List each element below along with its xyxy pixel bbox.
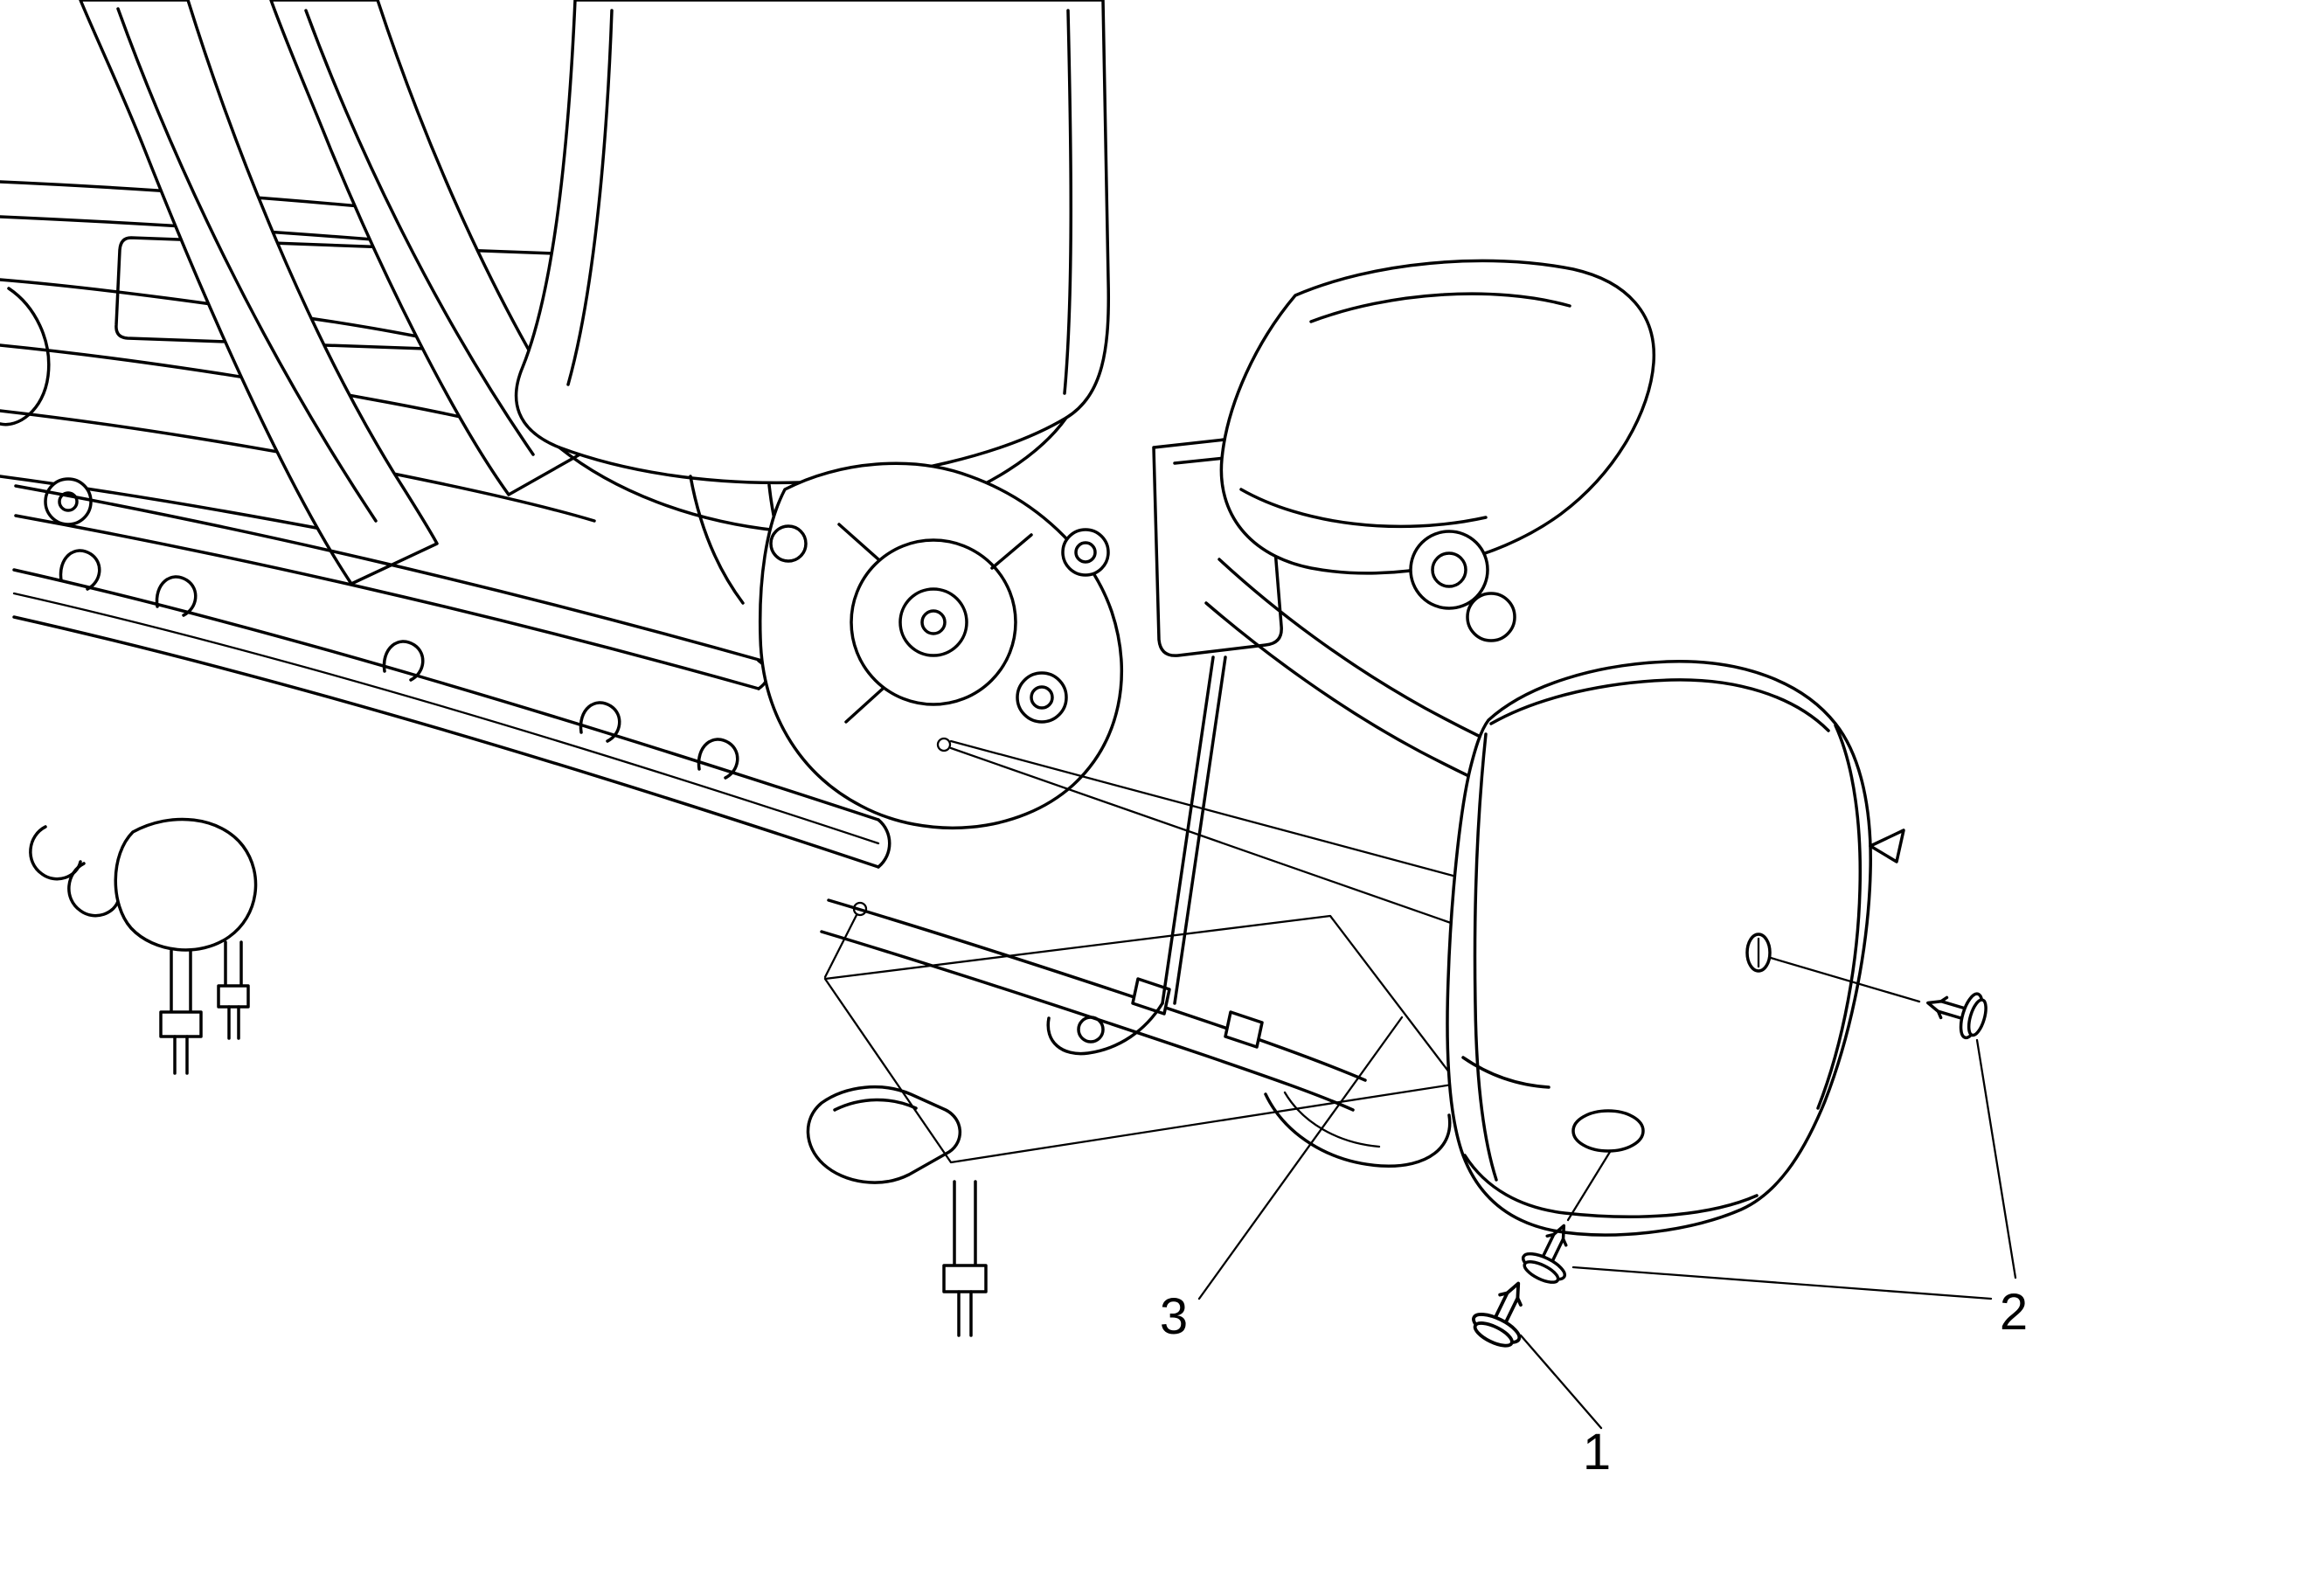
frame-hole xyxy=(936,737,952,752)
leader-label-3 xyxy=(1197,1016,1404,1300)
callout-leaders xyxy=(1197,956,2017,1430)
cross-member xyxy=(820,898,1452,1168)
trim-cover-body xyxy=(1446,660,1872,1237)
push-pin-retainer-upper xyxy=(1919,979,1993,1044)
callout-1: 1 xyxy=(1582,1424,1612,1480)
floor-mount-bolts xyxy=(114,817,988,1337)
alignment-lines xyxy=(823,737,1474,1164)
frame-hole xyxy=(852,901,868,917)
leader-label-2-to-lower-pin xyxy=(1571,1265,1993,1300)
seat-track-rails xyxy=(12,484,891,918)
lower-retainer-recess xyxy=(1571,1109,1645,1153)
recliner-mechanism xyxy=(758,461,1124,830)
seat-back-cushion xyxy=(514,0,1111,485)
bolt-head xyxy=(159,1010,203,1038)
leader-hole-to-pin xyxy=(1769,956,1921,1003)
bolt-head xyxy=(217,984,250,1009)
seat-belt-straps xyxy=(79,0,591,586)
cushion-side-frame xyxy=(1204,259,1660,851)
retainer-part-1 xyxy=(1466,1271,1543,1355)
upper-retainer-hole xyxy=(1745,933,1772,973)
recliner-disc xyxy=(850,538,1017,706)
cover-tab xyxy=(1869,829,1905,863)
linkage-rod xyxy=(1161,655,1227,1005)
callout-2: 2 xyxy=(1999,1284,2029,1341)
rail-hook xyxy=(382,640,425,682)
leader-pin-to-label-2 xyxy=(1975,1038,2017,1279)
side-bolster xyxy=(1219,259,1656,575)
bolt-head xyxy=(942,1264,988,1293)
leader-recess-to-pin xyxy=(1566,1150,1612,1222)
front-foot-clamp xyxy=(806,1085,962,1184)
seat-back xyxy=(514,0,1111,605)
callout-3: 3 xyxy=(1159,1288,1189,1345)
leader-label-1 xyxy=(1519,1334,1603,1430)
rail-hook xyxy=(579,701,621,743)
rail-hook xyxy=(697,738,739,780)
trim-cover xyxy=(1446,660,1905,1237)
